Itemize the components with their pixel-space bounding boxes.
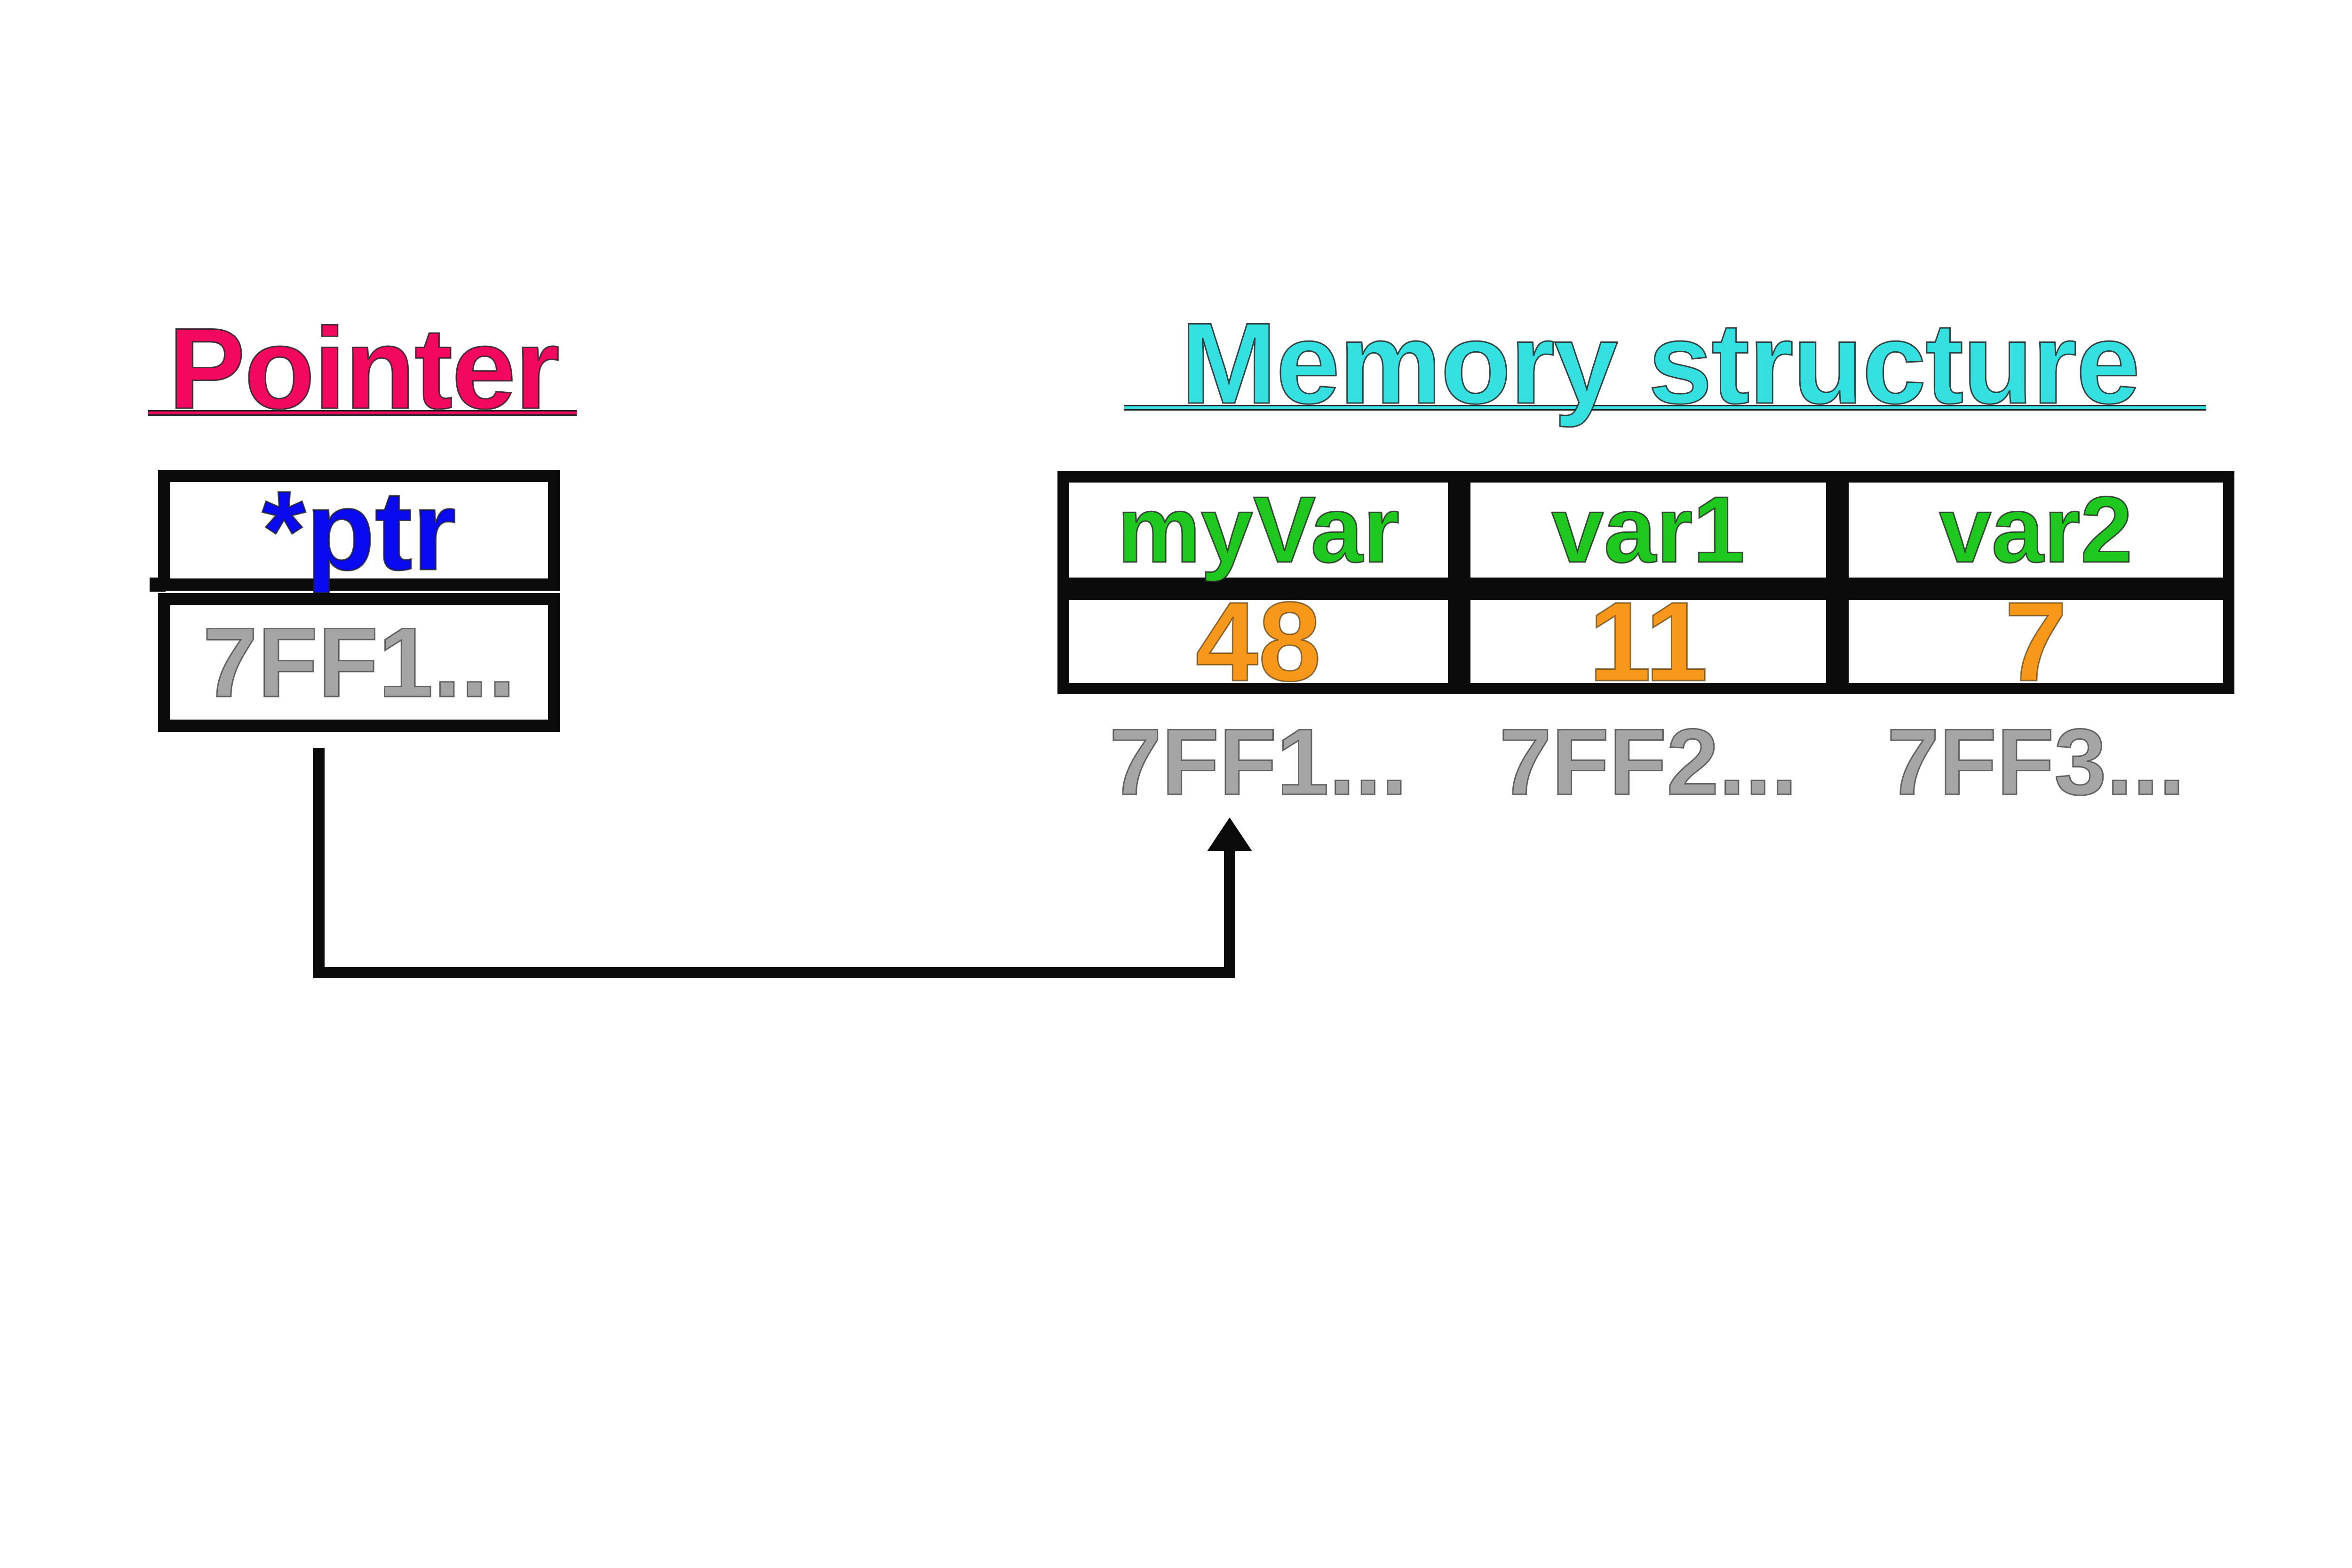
pointer-name-label: *ptr — [261, 467, 457, 594]
memory-value-cell-myvar: 48 — [1057, 585, 1459, 699]
variable-name-label: var2 — [1939, 477, 2134, 582]
arrow-segment-across — [313, 967, 1235, 978]
pointer-box-divider-nub — [150, 578, 166, 592]
variable-name-label: var1 — [1551, 477, 1746, 582]
memory-header-cell-myvar: myVar — [1057, 471, 1459, 589]
variable-value: 48 — [1195, 578, 1322, 705]
variable-value: 11 — [1588, 578, 1709, 705]
pointer-name-cell: *ptr — [158, 470, 560, 591]
memory-address-myvar: 7FF1... — [1109, 710, 1408, 815]
memory-structure-title-underline — [1124, 405, 2206, 411]
arrow-segment-down — [313, 748, 325, 978]
pointer-value-cell: 7FF1... — [158, 593, 560, 732]
arrow-head-icon — [1207, 817, 1252, 851]
memory-value-cell-var1: 11 — [1459, 585, 1837, 699]
memory-address-var2: 7FF3... — [1886, 710, 2186, 815]
arrow-segment-up — [1224, 849, 1235, 978]
memory-value-cell-var2: 7 — [1837, 585, 2234, 699]
pointer-title: Pointer — [168, 304, 561, 433]
memory-structure-title: Memory structure — [1180, 299, 2141, 428]
variable-value: 7 — [2004, 578, 2068, 705]
memory-header-cell-var2: var2 — [1837, 471, 2234, 589]
pointer-title-underline — [148, 410, 577, 416]
pointer-stored-address: 7FF1... — [202, 607, 516, 718]
memory-address-var1: 7FF2... — [1499, 710, 1798, 815]
memory-header-cell-var1: var1 — [1459, 471, 1837, 589]
variable-name-label: myVar — [1116, 477, 1400, 582]
